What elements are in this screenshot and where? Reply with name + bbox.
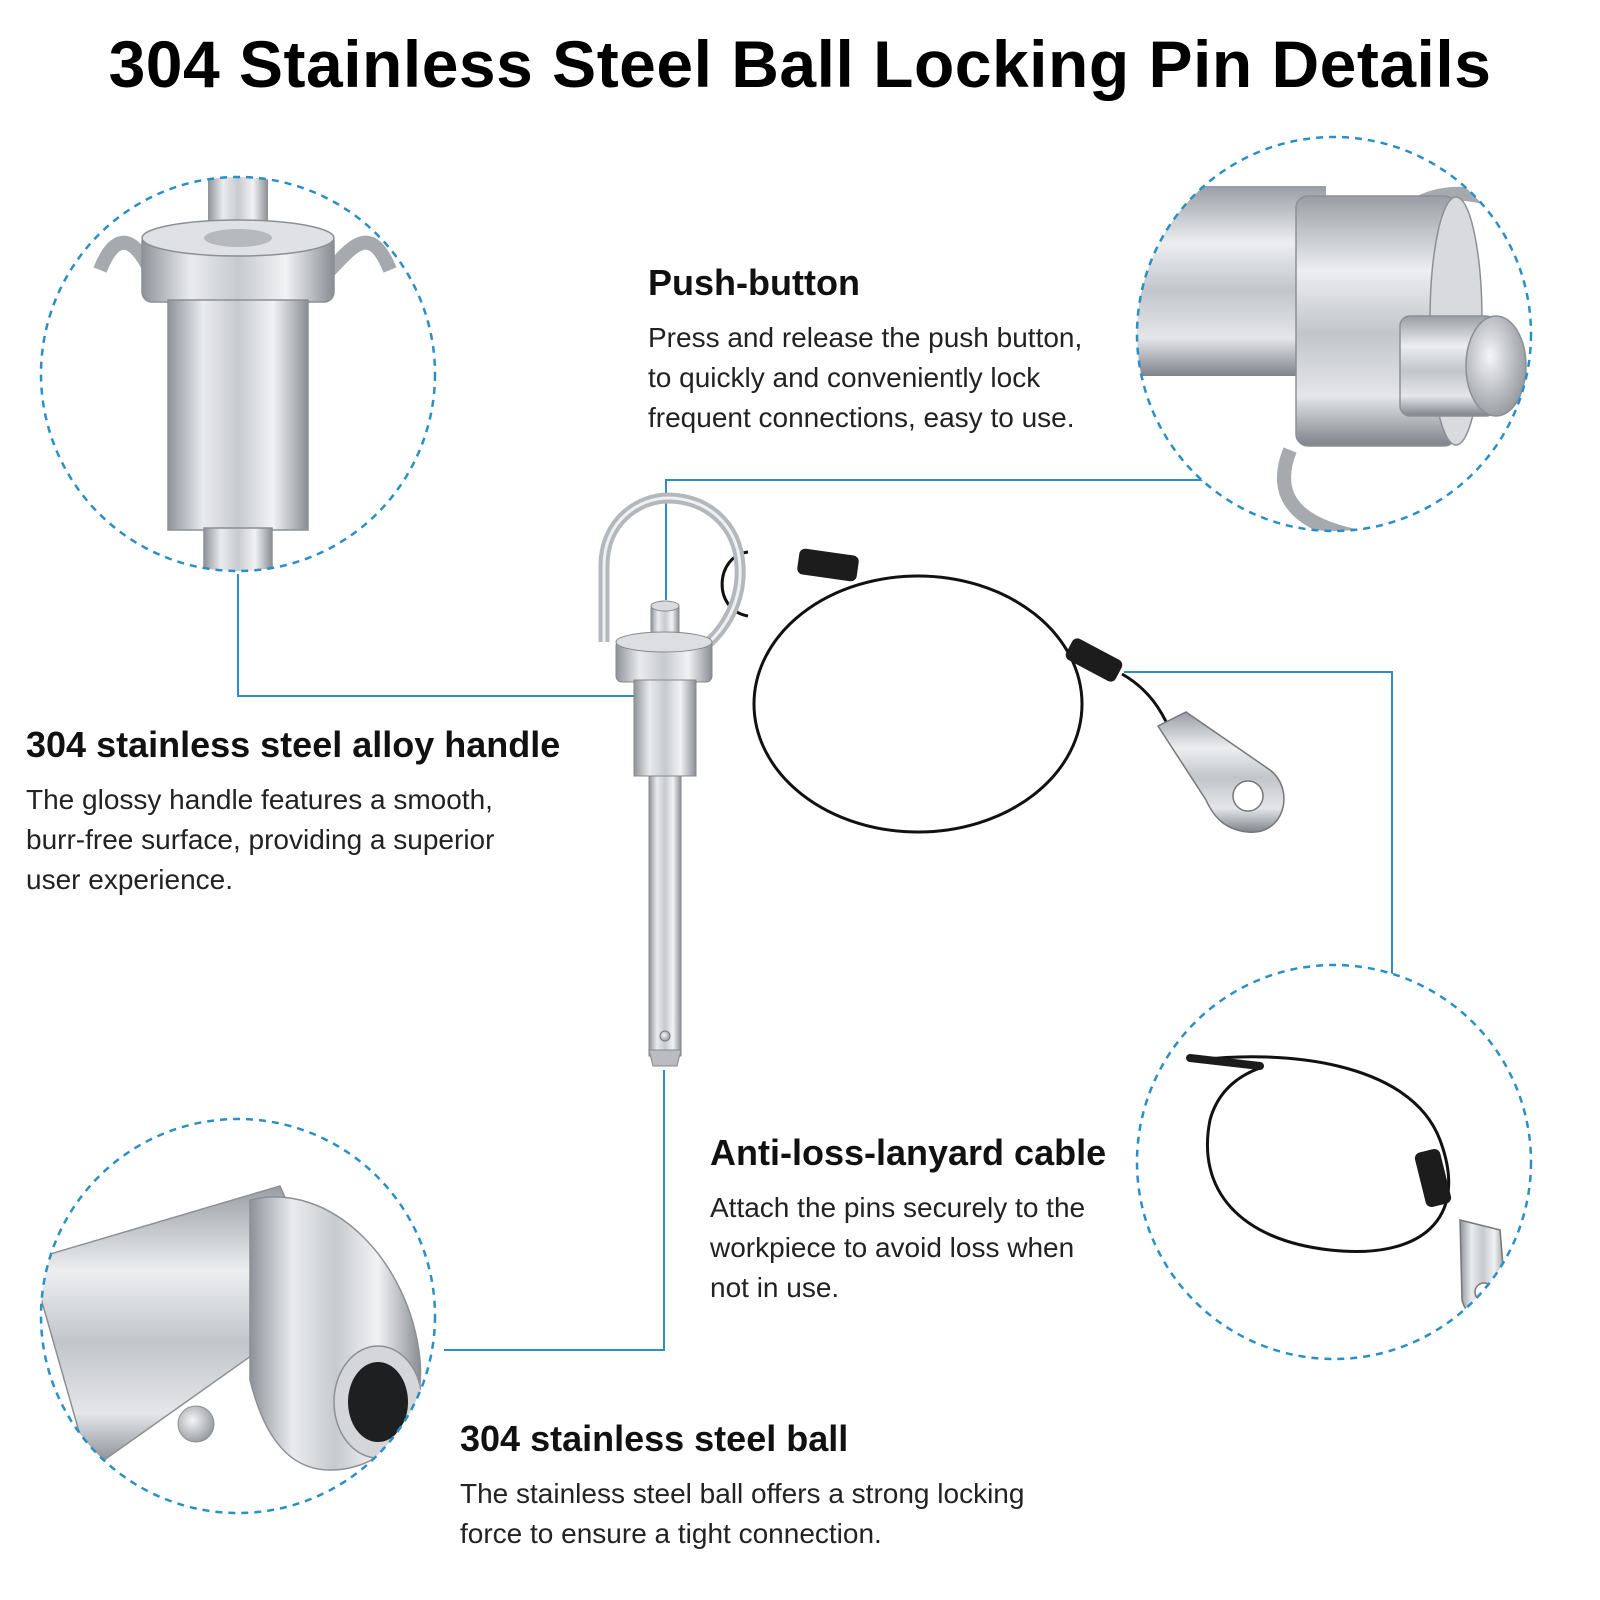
feature-cable-heading: Anti-loss-lanyard cable <box>710 1132 1107 1173</box>
detail-push-button-zoom <box>1135 135 1533 533</box>
connector-push-button <box>665 479 1214 600</box>
cable-crimp-lower <box>1065 638 1123 682</box>
feature-push-button: Push-button Press and release the push b… <box>648 262 1082 438</box>
pin-shank <box>648 775 682 1057</box>
connector-ball <box>444 1070 665 1351</box>
feature-ball-heading: 304 stainless steel ball <box>460 1418 849 1459</box>
feature-ball-text: The stainless steel ball offers a strong… <box>460 1478 1025 1549</box>
feature-handle-heading: 304 stainless steel alloy handle <box>26 724 561 765</box>
page-title: 304 Stainless Steel Ball Locking Pin Det… <box>108 27 1492 101</box>
pin-ball <box>659 1030 671 1042</box>
connector-cable <box>1124 671 1393 984</box>
feature-cable: Anti-loss-lanyard cable Attach the pins … <box>710 1132 1106 1308</box>
feature-push-button-text: Press and release the push button, to qu… <box>648 322 1083 433</box>
connector-handle <box>237 574 660 697</box>
feature-handle: 304 stainless steel alloy handle The glo… <box>26 724 560 900</box>
feature-push-button-heading: Push-button <box>648 262 860 303</box>
lanyard-tab <box>1156 711 1285 833</box>
detail-cable-zoom <box>1135 963 1533 1361</box>
lanyard-cable-loop <box>752 574 1084 834</box>
cable-crimp-top <box>797 548 859 582</box>
detail-ball-zoom <box>39 1117 437 1515</box>
locking-pin-image <box>598 492 1285 1067</box>
pin-handle <box>633 679 697 777</box>
feature-ball: 304 stainless steel ball The stainless s… <box>460 1418 1024 1554</box>
feature-cable-text: Attach the pins securely to the workpiec… <box>710 1192 1086 1303</box>
feature-handle-text: The glossy handle features a smooth, bur… <box>26 784 495 895</box>
callout-connectors <box>237 479 1393 1351</box>
detail-handle-zoom <box>39 175 437 573</box>
